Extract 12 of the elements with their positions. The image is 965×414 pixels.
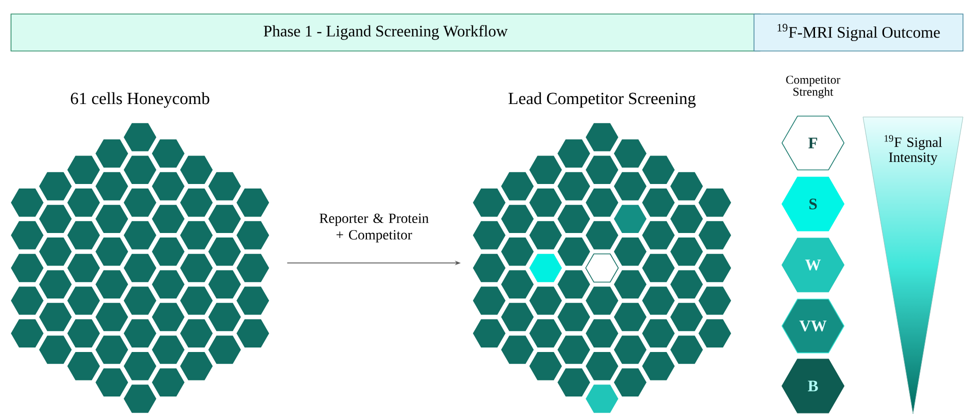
hexagon: W bbox=[782, 238, 844, 292]
hexagon: VW bbox=[782, 298, 844, 354]
column-heading: Competitor Strenght bbox=[786, 76, 840, 98]
signal-triangle: $^{19}$F Signal Intensity bbox=[862, 116, 964, 414]
heading: Lead Competitor Screening bbox=[508, 92, 696, 108]
header-box: Phase 1 - Ligand Screening Workflow bbox=[10, 14, 760, 52]
hexagon: B bbox=[782, 358, 844, 414]
header-box: $^{19}$F-MRI Signal Outcome bbox=[754, 14, 964, 52]
heading: 61 cells Honeycomb bbox=[70, 92, 210, 108]
hexagon: F bbox=[782, 116, 844, 170]
edge-label: Reporter & Protein + Competitor bbox=[320, 214, 429, 242]
hexagon: S bbox=[782, 176, 844, 232]
